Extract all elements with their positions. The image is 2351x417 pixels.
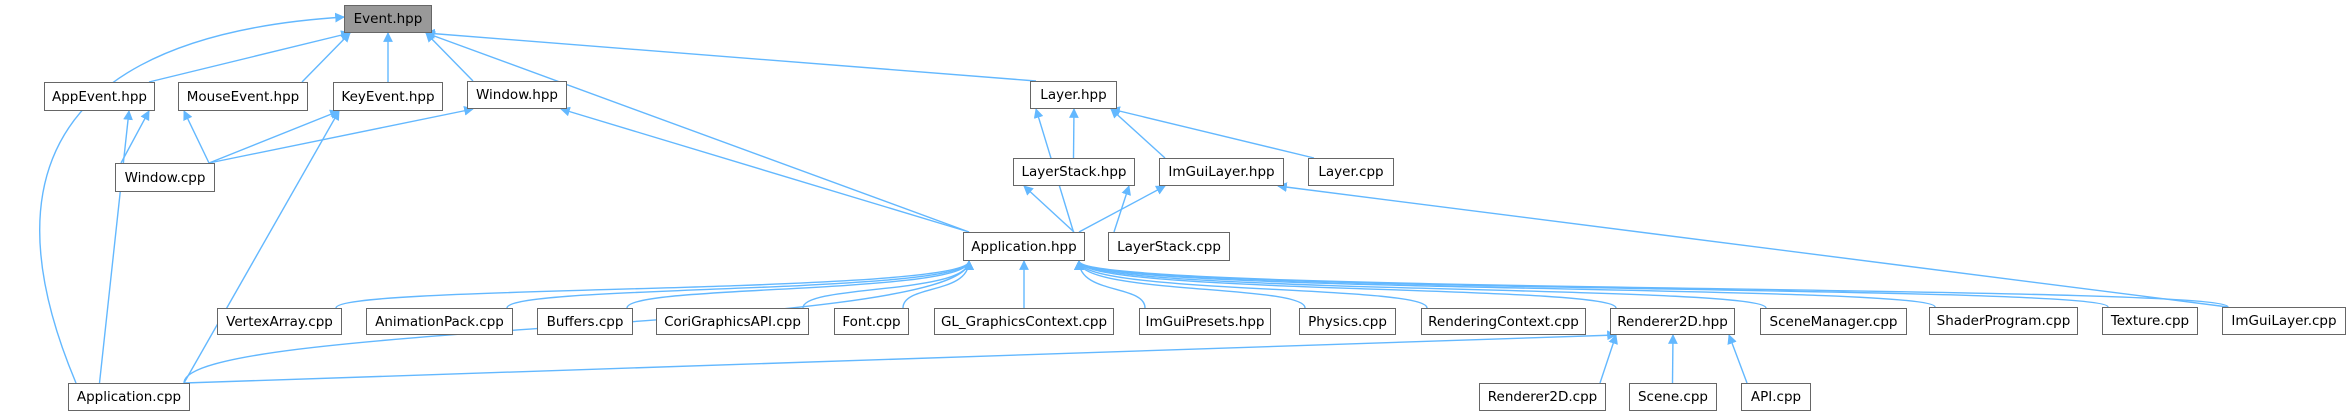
node-physics-cpp[interactable]: Physics.cpp [1299,308,1396,335]
edge-window_cpp-to-mouseevent_hpp [183,110,210,164]
edge-imguilayer_hpp-to-layer_hpp [1110,108,1166,159]
edge-application_cpp-to-renderer2d_hpp [183,330,1617,384]
edge-renderer2d_hpp-to-application_hpp [1074,260,1617,309]
node-application-cpp[interactable]: Application.cpp [68,383,190,411]
node-imguilayer-cpp[interactable]: ImGuiLayer.cpp [2222,307,2346,335]
node-window-hpp[interactable]: Window.hpp [467,81,567,109]
edge-scenemanager_cpp-to-application_hpp [1074,260,1767,309]
node-imguilayer-hpp[interactable]: ImGuiLayer.hpp [1159,158,1284,186]
node-renderer2d-hpp[interactable]: Renderer2D.hpp [1610,308,1735,335]
edge-application_hpp-to-event_hpp [425,31,970,233]
edge-physics_cpp-to-application_hpp [1074,260,1306,309]
node-keyevent-hpp[interactable]: KeyEvent.hpp [333,82,443,111]
edge-window_cpp-to-appevent_hpp [120,110,150,164]
node-mouseevent-hpp[interactable]: MouseEvent.hpp [178,82,308,111]
edge-buffers_cpp-to-application_hpp [626,260,974,309]
node-vertexarray-cpp[interactable]: VertexArray.cpp [217,308,342,335]
edge-imguilayer_cpp-to-imguilayer_hpp [1277,182,2229,308]
node-animationpack-cpp[interactable]: AnimationPack.cpp [366,308,513,335]
node-layer-cpp[interactable]: Layer.cpp [1308,158,1394,186]
node-layer-hpp[interactable]: Layer.hpp [1030,81,1117,109]
edge-appevent_hpp-to-event_hpp [148,30,351,83]
node-shaderprogram-cpp[interactable]: ShaderProgram.cpp [1929,307,2078,335]
node-font-cpp[interactable]: Font.cpp [834,308,909,335]
edge-animationpack_cpp-to-application_hpp [506,260,974,309]
node-event-hpp[interactable]: Event.hpp [344,5,432,33]
edge-layerstack_hpp-to-layer_hpp [1069,108,1079,159]
node-imguipresets-hpp[interactable]: ImGuiPresets.hpp [1139,308,1271,335]
edge-application_hpp-to-window_hpp [560,106,970,233]
edge-texture_cpp-to-application_hpp [1074,260,2109,308]
edge-application_cpp-to-event_hpp [39,12,345,384]
edge-imguipresets_hpp-to-application_hpp [1074,260,1146,309]
node-buffers-cpp[interactable]: Buffers.cpp [537,308,633,335]
node-corigraphicsapi-cpp[interactable]: CoriGraphicsAPI.cpp [656,308,809,335]
edge-imguilayer_cpp-to-application_hpp [1074,260,2229,308]
node-application-hpp[interactable]: Application.hpp [963,232,1085,261]
edge-application_hpp-to-layerstack_hpp [1023,185,1075,233]
edge-renderingcontext_cpp-to-application_hpp [1074,260,1428,309]
edge-renderer2d_cpp-to-renderer2d_hpp [1599,334,1618,384]
edge-corigraphicsapi_cpp-to-application_hpp [802,260,974,309]
node-layerstack-cpp[interactable]: LayerStack.cpp [1108,232,1230,261]
node-gl-graphicscontext-cpp[interactable]: GL_GraphicsContext.cpp [934,308,1114,335]
node-renderingcontext-cpp[interactable]: RenderingContext.cpp [1421,308,1586,335]
edge-window_cpp-to-window_hpp [208,105,474,164]
edge-layer_hpp-to-event_hpp [425,28,1037,82]
node-scene-cpp[interactable]: Scene.cpp [1629,383,1717,411]
node-renderer2d-cpp[interactable]: Renderer2D.cpp [1479,383,1606,411]
edge-mouseevent_hpp-to-event_hpp [301,32,351,83]
node-texture-cpp[interactable]: Texture.cpp [2102,307,2198,335]
edge-application_cpp-to-appevent_hpp [98,110,133,384]
node-scenemanager-cpp[interactable]: SceneManager.cpp [1760,308,1907,335]
edge-api_cpp-to-renderer2d_hpp [1727,334,1748,384]
node-layerstack-hpp[interactable]: LayerStack.hpp [1013,158,1135,186]
edge-application_hpp-to-imguilayer_hpp [1078,185,1166,233]
edge-font_cpp-to-application_hpp [902,260,974,309]
node-api-cpp[interactable]: API.cpp [1741,383,1811,411]
edge-window_cpp-to-keyevent_hpp [208,109,340,164]
edge-layer_cpp-to-layer_hpp [1110,106,1315,159]
edge-application_cpp-to-keyevent_hpp [183,110,340,384]
edge-vertexarray_cpp-to-application_hpp [335,260,974,309]
node-appevent-hpp[interactable]: AppEvent.hpp [44,82,155,111]
node-window-cpp[interactable]: Window.cpp [115,163,215,192]
edge-window_hpp-to-event_hpp [425,32,474,82]
edge-scene_cpp-to-renderer2d_hpp [1668,334,1678,384]
edge-shaderprogram_cpp-to-application_hpp [1074,260,1936,308]
